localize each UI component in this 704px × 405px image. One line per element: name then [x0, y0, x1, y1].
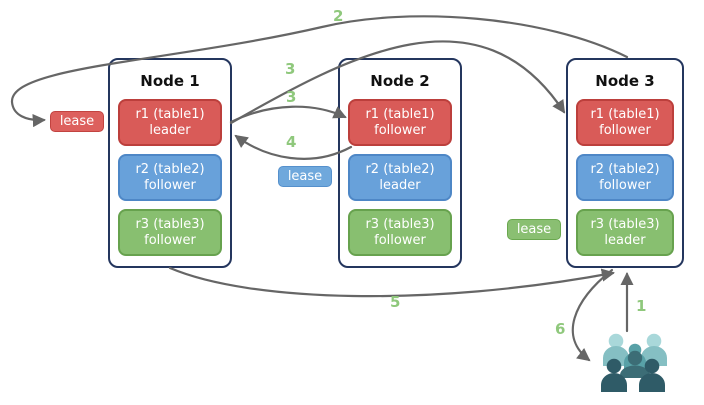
node-2: Node 2 r1 (table1) follower r2 (table2) … [338, 58, 462, 268]
replica-name: r3 (table3) [590, 216, 660, 232]
replica-role: follower [144, 232, 196, 248]
node-2-title: Node 2 [370, 72, 430, 90]
arrow-step-6 [571, 268, 614, 362]
replica-role: follower [374, 232, 426, 248]
node-3-replica-r3: r3 (table3) leader [576, 209, 674, 256]
step-number-4: 4 [286, 133, 297, 151]
step-number-5: 5 [390, 293, 401, 311]
node-1-replica-r3: r3 (table3) follower [118, 209, 222, 256]
node-3-replica-r2: r2 (table2) follower [576, 154, 674, 201]
replica-role: leader [149, 122, 191, 138]
node-3: Node 3 r1 (table1) follower r2 (table2) … [566, 58, 684, 268]
replica-role: leader [379, 177, 421, 193]
replica-name: r1 (table1) [365, 106, 435, 122]
arrow-step-2 [10, 15, 629, 128]
arrow-step-5 [168, 266, 615, 298]
node-1-title: Node 1 [140, 72, 200, 90]
node-3-replica-r1: r1 (table1) follower [576, 99, 674, 146]
node-3-title: Node 3 [595, 72, 655, 90]
replica-role: follower [599, 177, 651, 193]
step-number-3a: 3 [285, 60, 296, 78]
step-number-2: 2 [333, 7, 344, 25]
lease-badge-red: lease [50, 111, 104, 132]
replica-role: leader [604, 232, 646, 248]
replica-name: r1 (table1) [590, 106, 660, 122]
node-2-replica-r2: r2 (table2) leader [348, 154, 452, 201]
replica-name: r1 (table1) [135, 106, 205, 122]
step-number-6: 6 [555, 320, 566, 338]
node-2-replica-r1: r1 (table1) follower [348, 99, 452, 146]
node-2-replica-r3: r3 (table3) follower [348, 209, 452, 256]
replica-name: r2 (table2) [590, 161, 660, 177]
replica-name: r2 (table2) [135, 161, 205, 177]
users-icon [601, 333, 667, 392]
lease-badge-blue: lease [278, 166, 332, 187]
step-number-1: 1 [636, 297, 647, 315]
replica-role: follower [144, 177, 196, 193]
node-1-replica-r2: r2 (table2) follower [118, 154, 222, 201]
replica-name: r3 (table3) [135, 216, 205, 232]
node-1-replica-r1: r1 (table1) leader [118, 99, 222, 146]
arrow-step-3-to-node2 [229, 105, 347, 124]
step-number-3b: 3 [286, 88, 297, 106]
node-1: Node 1 r1 (table1) leader r2 (table2) fo… [108, 58, 232, 268]
replica-name: r3 (table3) [365, 216, 435, 232]
replica-name: r2 (table2) [365, 161, 435, 177]
replica-role: follower [374, 122, 426, 138]
lease-badge-green: lease [507, 219, 561, 240]
replica-role: follower [599, 122, 651, 138]
